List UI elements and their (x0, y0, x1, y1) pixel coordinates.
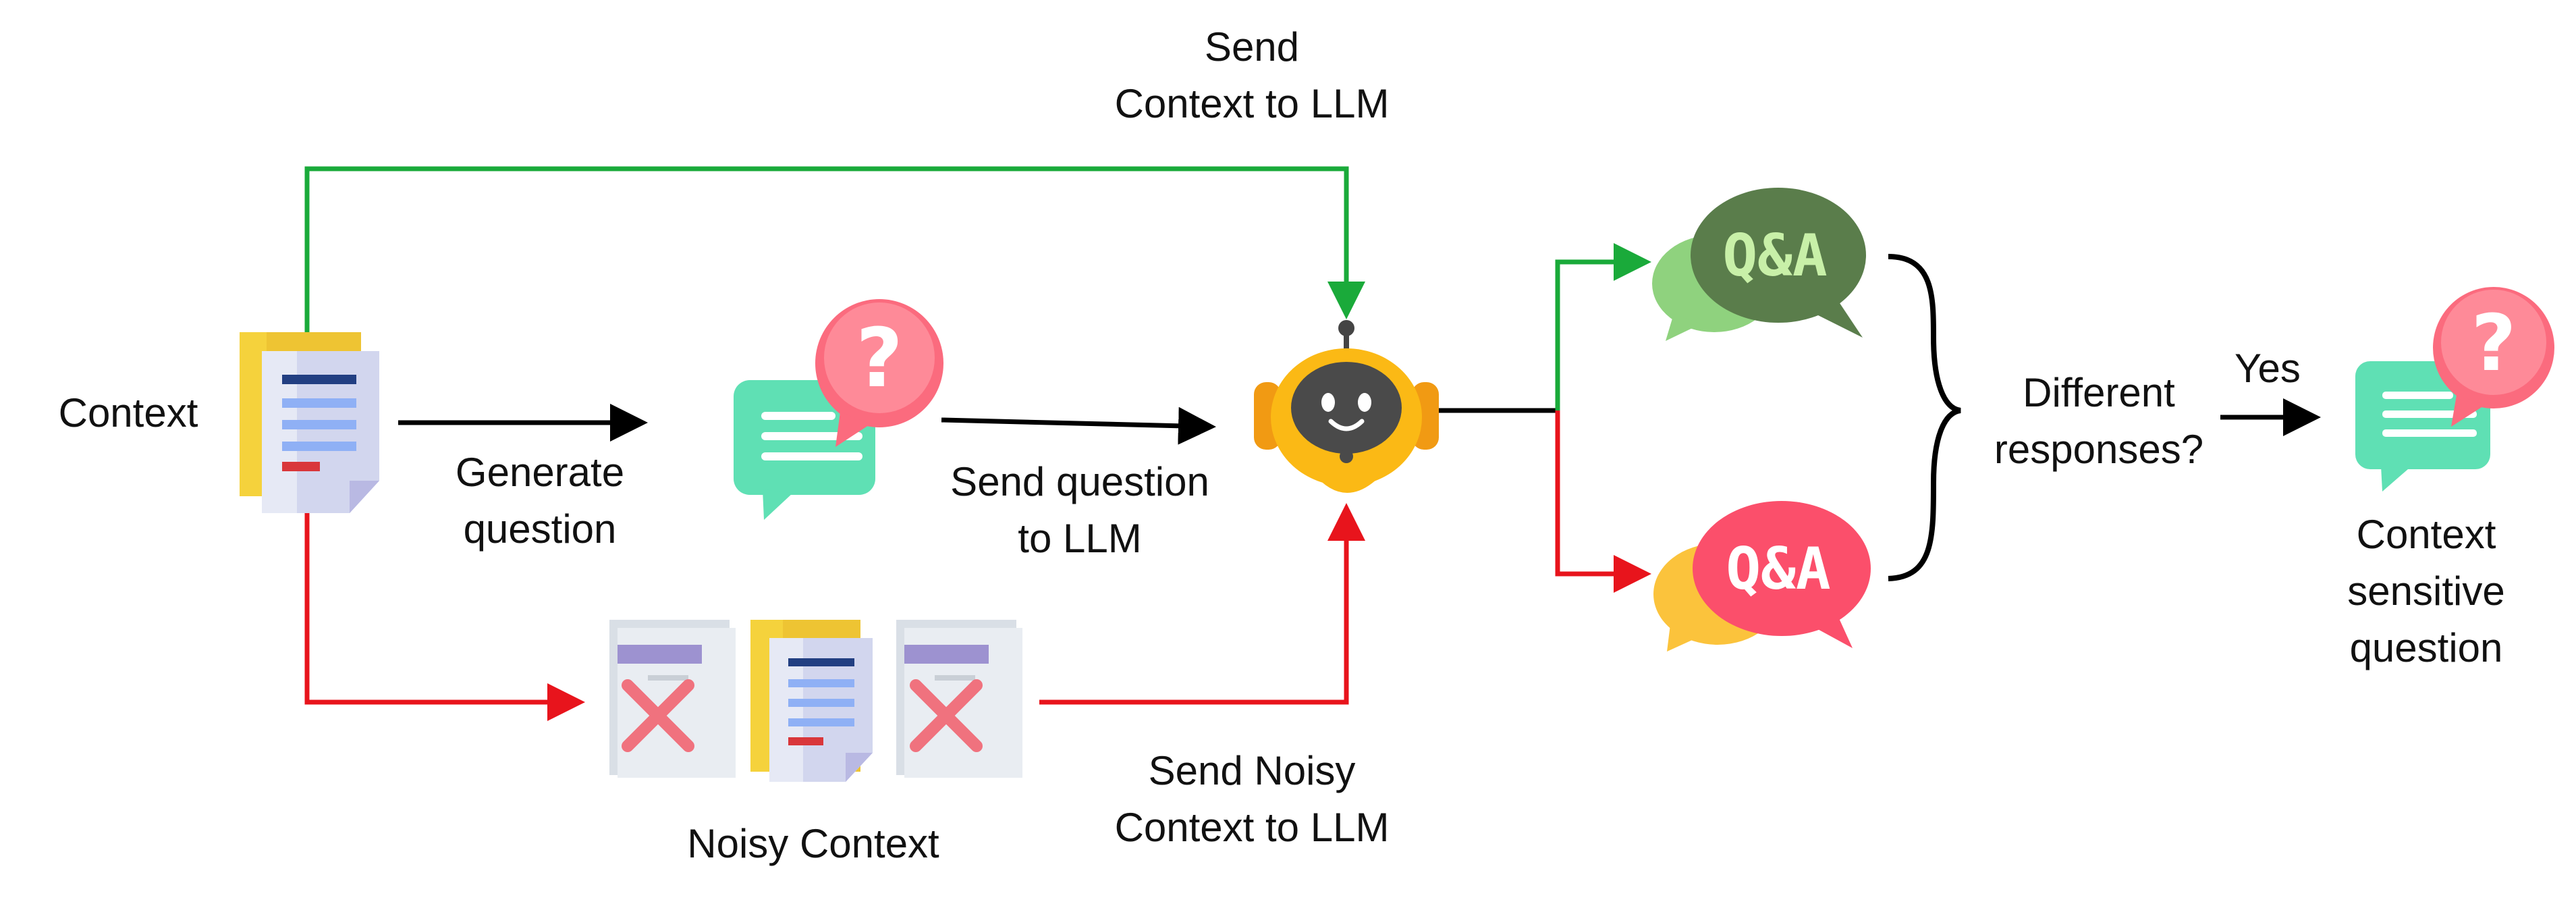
send-noisy-context-label: Send Noisy Context to LLM (1114, 748, 1390, 850)
svg-text:Q&A: Q&A (1722, 222, 1827, 290)
response-split (1555, 243, 1651, 593)
yes-label: Yes (2235, 346, 2301, 391)
noisy-document-icon-right (896, 620, 1022, 778)
qa-bubble-icon-red: Q&A (1653, 501, 1871, 652)
svg-text:Q&A: Q&A (1726, 535, 1830, 603)
question-chat-icon: ? (734, 299, 943, 520)
document-icon-center (750, 620, 873, 782)
send-context-label: Send Context to LLM (1114, 24, 1390, 126)
different-responses-label: Different responses? (1994, 370, 2204, 472)
black-question-path (398, 404, 1558, 445)
noisy-document-icon (609, 620, 736, 778)
red-noisy-path (304, 503, 1365, 721)
context-label: Context (58, 390, 198, 435)
context-sensitive-question-icon: ? (2355, 287, 2554, 492)
generate-question-label: Generate question (455, 450, 625, 552)
grouping-brace (1888, 254, 1961, 581)
svg-text:?: ? (856, 312, 903, 406)
context-sensitive-question-label: Context sensitive question (2347, 512, 2505, 670)
green-context-path (304, 166, 1365, 332)
robot-icon (1254, 320, 1439, 493)
qa-bubble-icon: Q&A (1652, 188, 1866, 341)
noisy-context-label: Noisy Context (687, 821, 939, 866)
document-icon (240, 332, 379, 513)
svg-text:?: ? (2471, 298, 2517, 389)
send-question-label: Send question to LLM (950, 459, 1209, 561)
